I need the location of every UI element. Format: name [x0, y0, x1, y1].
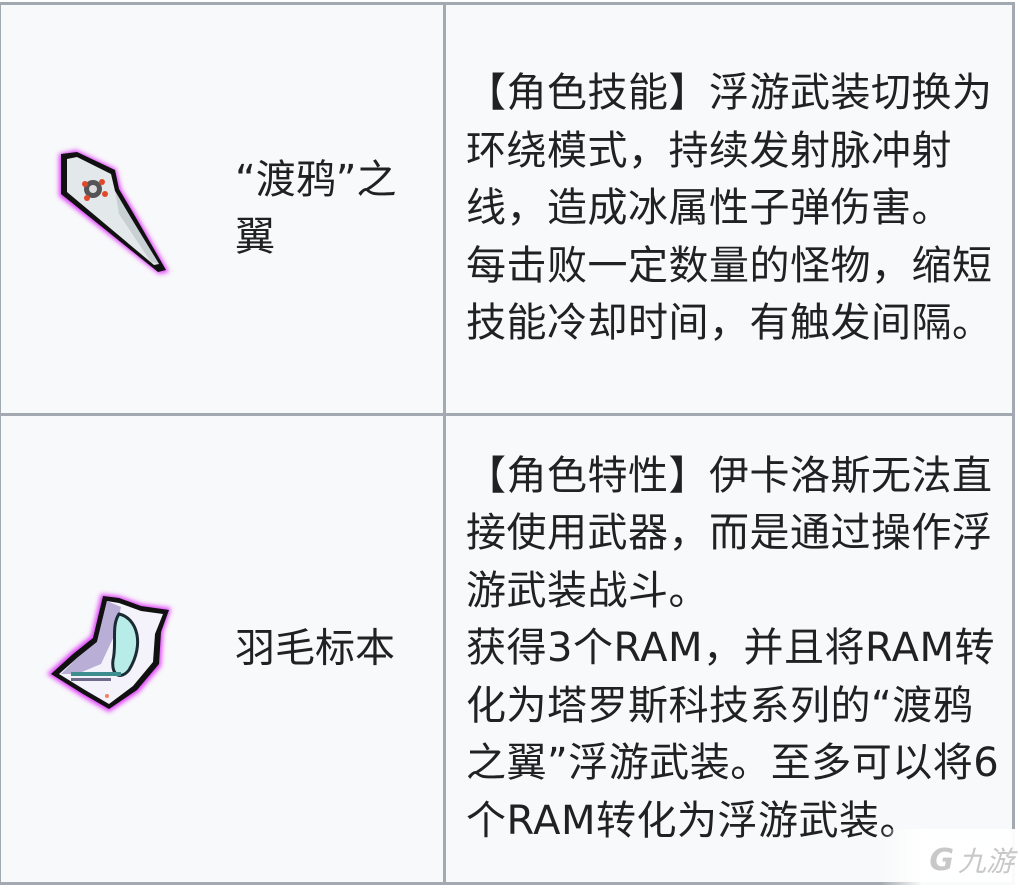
watermark: G 九游 [880, 829, 1020, 891]
item-cell: 羽毛标本 [0, 413, 446, 885]
feather-specimen-icon [41, 574, 181, 724]
item-cell: “渡鸦”之翼 [0, 2, 446, 416]
item-name: 羽毛标本 [235, 625, 395, 672]
description-cell: 【角色技能】浮游武装切换为环绕模式，持续发射脉冲射线，造成冰属性子弹伤害。 每击… [443, 2, 1015, 416]
watermark-text: 九游 [957, 845, 1014, 878]
watermark-logo-icon: G [929, 842, 954, 878]
description-cell: 【角色特性】伊卡洛斯无法直接使用武器，而是通过操作浮游武装战斗。 获得3个RAM… [443, 413, 1015, 885]
item-name: “渡鸦”之翼 [235, 157, 397, 260]
item-description: 【角色特性】伊卡洛斯无法直接使用武器，而是通过操作浮游武装战斗。 获得3个RAM… [466, 452, 1000, 844]
item-description: 【角色技能】浮游武装切换为环绕模式，持续发射脉冲射线，造成冰属性子弹伤害。 每击… [466, 70, 993, 347]
table-row: 羽毛标本 【角色特性】伊卡洛斯无法直接使用武器，而是通过操作浮游武装战斗。 获得… [0, 413, 1015, 885]
table-row: “渡鸦”之翼 【角色技能】浮游武装切换为环绕模式，持续发射脉冲射线，造成冰属性子… [0, 2, 1015, 416]
raven-wing-weapon-icon [41, 134, 181, 284]
